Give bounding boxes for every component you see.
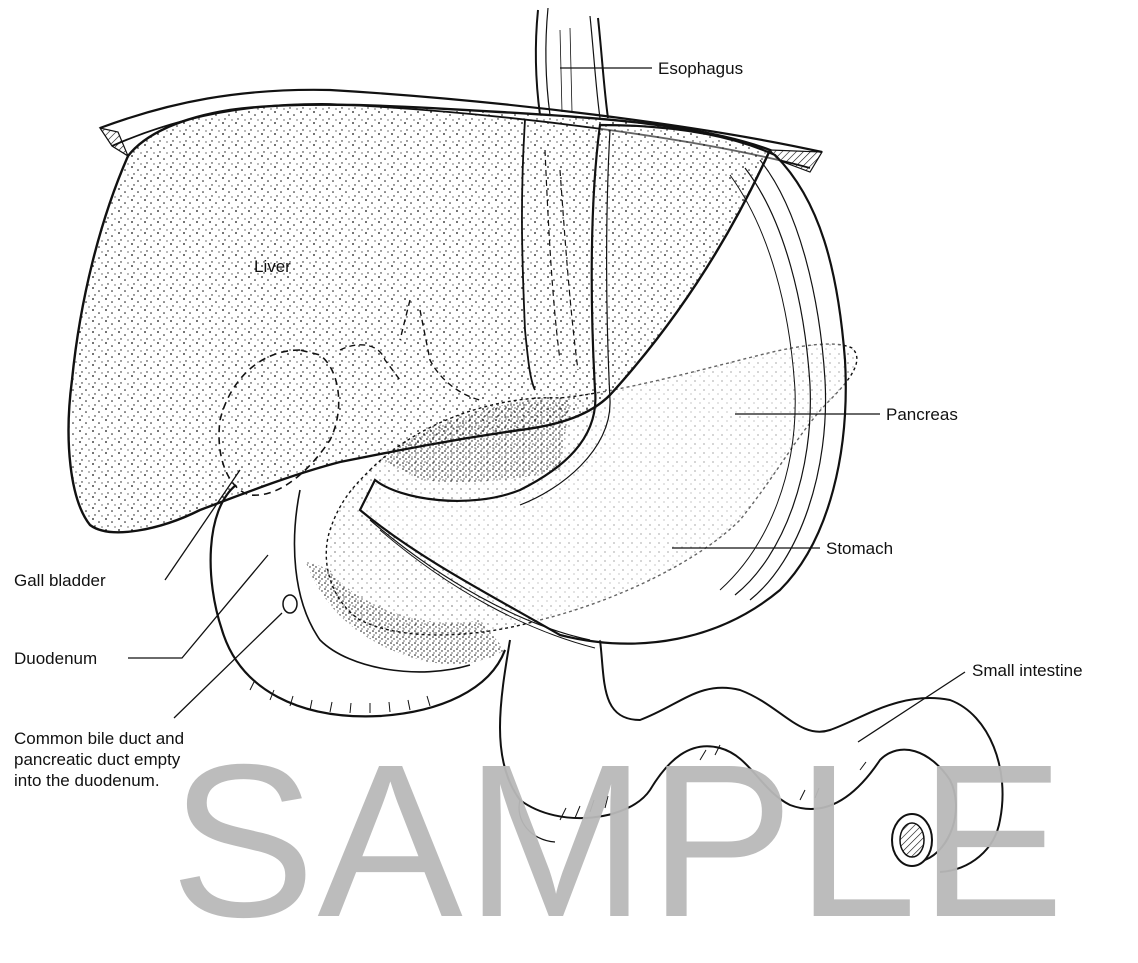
- bile-duct-note-label: Common bile duct and pancreatic duct emp…: [14, 728, 184, 791]
- stomach-label: Stomach: [826, 538, 893, 559]
- liver-label: Liver: [254, 256, 291, 277]
- small-intestine-label: Small intestine: [972, 660, 1083, 681]
- esophagus-label: Esophagus: [658, 58, 743, 79]
- esophagus: [536, 8, 608, 118]
- digestive-organs-illustration: Liver Esophagus Pancreas Stomach Gall bl…: [0, 0, 1138, 895]
- pancreas-label: Pancreas: [886, 404, 958, 425]
- duodenum-label: Duodenum: [14, 648, 97, 669]
- sample-watermark: SAMPLE: [170, 742, 1066, 942]
- gall-bladder-label: Gall bladder: [14, 570, 106, 591]
